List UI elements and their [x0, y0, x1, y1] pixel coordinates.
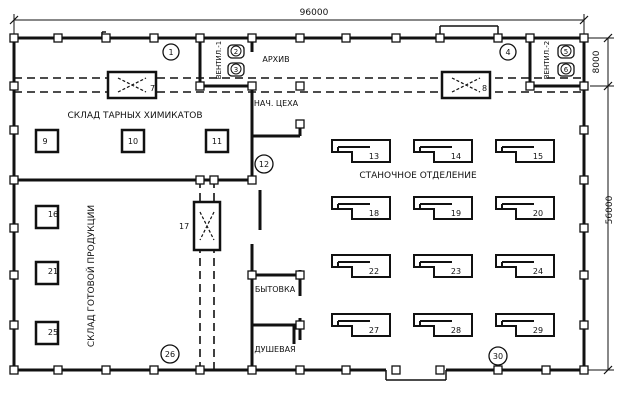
room-label-head: НАЧ. ЦЕХА — [254, 99, 299, 108]
machine-22: 22 — [331, 254, 391, 278]
svg-text:18: 18 — [369, 209, 379, 218]
label-17: 17 — [179, 222, 189, 231]
room-label-vent2: ВЕНТИЛ.-2 — [543, 41, 551, 79]
dimension-right: 8000 56000 — [588, 33, 615, 375]
svg-text:21: 21 — [48, 267, 58, 276]
svg-text:28: 28 — [451, 326, 461, 335]
svg-text:4: 4 — [505, 48, 510, 57]
svg-text:2: 2 — [234, 48, 238, 56]
svg-text:16: 16 — [48, 210, 58, 219]
machine-20: 20 — [495, 196, 555, 220]
storage-11: 11 — [204, 128, 230, 154]
svg-text:20: 20 — [533, 209, 543, 218]
label-7: 7 — [150, 84, 155, 93]
machine-23: 23 — [413, 254, 473, 278]
marker-30: 30 — [488, 346, 508, 366]
svg-text:5: 5 — [564, 48, 568, 56]
marker-1: 1 — [162, 43, 180, 61]
dimension-height-label: 56000 — [605, 195, 615, 224]
dimension-width-label: 96000 — [300, 8, 329, 18]
machine-29: 29 — [495, 313, 555, 337]
vent-unit-2: 2 — [227, 44, 245, 59]
room-label-chem-store: СКЛАД ТАРНЫХ ХИМИКАТОВ — [67, 111, 202, 121]
storage-16: 16 — [34, 204, 60, 230]
label-8: 8 — [482, 84, 487, 93]
room-label-product-store: СКЛАД ГОТОВОЙ ПРОДУКЦИИ — [85, 205, 97, 347]
svg-text:30: 30 — [493, 352, 503, 361]
room-label-shower: ДУШЕВАЯ — [254, 345, 295, 354]
machine-24: 24 — [495, 254, 555, 278]
svg-text:14: 14 — [451, 152, 461, 161]
machine-28: 28 — [413, 313, 473, 337]
machine-19: 19 — [413, 196, 473, 220]
machine-18: 18 — [331, 196, 391, 220]
machine-15: 15 — [495, 139, 555, 163]
dimension-top: 96000 — [9, 8, 589, 36]
room-label-machine-dept: СТАНОЧНОЕ ОТДЕЛЕНИЕ — [359, 171, 477, 181]
vent-unit-5: 5 — [557, 44, 575, 59]
svg-text:12: 12 — [259, 160, 269, 169]
svg-text:13: 13 — [369, 152, 379, 161]
crane-17: 17 — [179, 200, 222, 252]
svg-text:29: 29 — [533, 326, 543, 335]
marker-12: 12 — [254, 154, 274, 174]
room-label-archive: АРХИВ — [262, 55, 289, 64]
marker-4: 4 — [499, 43, 517, 61]
svg-text:11: 11 — [212, 137, 222, 146]
svg-text:23: 23 — [451, 267, 461, 276]
svg-text:1: 1 — [168, 48, 173, 57]
svg-text:19: 19 — [451, 209, 461, 218]
marker-26: 26 — [160, 344, 180, 364]
storage-25: 25 — [34, 320, 60, 346]
dimension-bay-label: 8000 — [592, 50, 602, 73]
svg-text:24: 24 — [533, 267, 543, 276]
svg-text:15: 15 — [533, 152, 543, 161]
svg-text:3: 3 — [234, 66, 238, 74]
vent-unit-6: 6 — [557, 62, 575, 77]
svg-text:6: 6 — [564, 66, 569, 74]
crane-7: 7 — [106, 70, 158, 100]
svg-text:25: 25 — [48, 328, 58, 337]
vent-unit-3: 3 — [227, 62, 245, 77]
storage-21: 21 — [34, 260, 60, 286]
room-label-utility: БЫТОВКА — [255, 285, 296, 294]
machine-27: 27 — [331, 313, 391, 337]
crane-8: 8 — [440, 70, 492, 100]
svg-text:22: 22 — [369, 267, 379, 276]
machine-13: 13 — [331, 139, 391, 163]
inner-walls — [14, 38, 584, 370]
svg-text:10: 10 — [128, 137, 138, 146]
svg-text:26: 26 — [165, 350, 175, 359]
storage-9: 9 — [34, 128, 60, 154]
svg-text:9: 9 — [42, 137, 47, 146]
svg-text:27: 27 — [369, 326, 379, 335]
machine-14: 14 — [413, 139, 473, 163]
storage-10: 10 — [120, 128, 146, 154]
room-label-vent1: ВЕНТИЛ.-1 — [215, 41, 223, 79]
